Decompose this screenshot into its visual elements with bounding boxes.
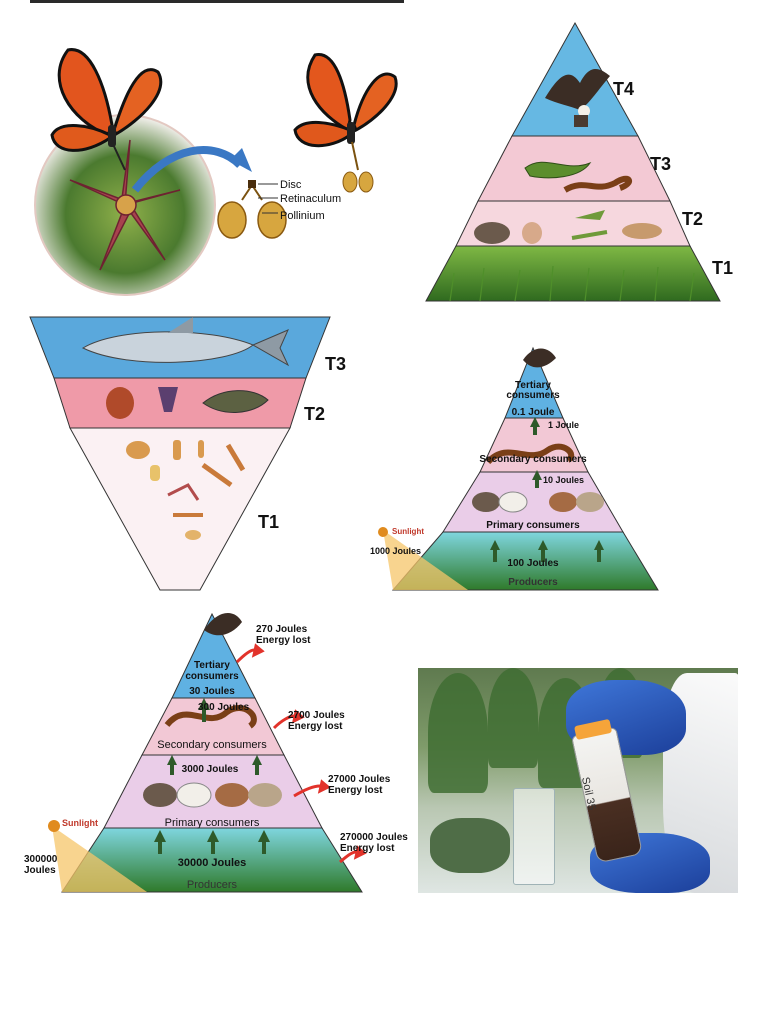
snake-icon: [563, 175, 632, 193]
producer-name: Producers: [508, 577, 558, 588]
tube-label: Soil 35: [578, 775, 598, 812]
label-t2: T2: [304, 404, 325, 424]
flow-1-label: 300 Joules: [198, 702, 250, 713]
butterfly-icon: [50, 48, 163, 171]
empty-tube: [513, 788, 555, 885]
flower: [69, 139, 181, 271]
label-disc: Disc: [280, 179, 302, 191]
producer-name: Producers: [187, 879, 238, 891]
tertiary-energy: 0.1 Joule: [512, 407, 555, 418]
energy-loss-arrows: [235, 643, 367, 864]
flow-2-label: 10 Joules: [543, 475, 584, 485]
rabbit-icon: [474, 222, 510, 244]
shell-icon: [106, 387, 134, 419]
soil-sample-photo: Soil 35: [418, 668, 738, 893]
primary-name: Primary consumers: [165, 817, 260, 829]
snake-icon: [485, 443, 575, 465]
secondary-name: Secondary consumers: [479, 454, 587, 465]
seedlings: [430, 818, 510, 873]
pollinium-diagram: [217, 180, 287, 239]
squid-icon: [158, 387, 178, 412]
label-pollinium: Pollinium: [280, 210, 325, 222]
plankton-icon: [126, 440, 246, 540]
sunlight-label: Sunlight: [392, 527, 424, 536]
grasshopper-icon: [575, 210, 605, 220]
pollination-panel: Disc Retinaculum Pollinium: [30, 30, 400, 305]
eagle-icon: [523, 348, 556, 368]
flow-1-label: 1 Joule: [548, 420, 579, 430]
rabbits-icon: [143, 782, 282, 808]
inverted-pyramid: T3 T2 T1: [29, 316, 346, 591]
producer-energy: 100 Joules: [507, 558, 559, 569]
aquatic-pyramid-panel: T3 T2 T1: [28, 315, 368, 595]
producer-energy: 30000 Joules: [178, 857, 247, 869]
label-t3: T3: [650, 154, 671, 174]
tertiary-energy: 30 Joules: [189, 686, 235, 697]
hamster-icon: [522, 222, 542, 244]
sunlight-label: Sunlight: [62, 818, 98, 828]
label-t2: T2: [682, 209, 703, 229]
top-rule: [30, 0, 404, 3]
label-t1: T1: [712, 258, 733, 278]
eagle-icon: [545, 68, 610, 127]
terrestrial-pyramid-panel: T4 T3 T2 T1: [420, 18, 750, 308]
sunlight-rays: [383, 530, 468, 590]
terrestrial-pyramid: T4 T3 T2 T1: [425, 21, 733, 302]
rat-icon: [622, 223, 662, 239]
primary-name: Primary consumers: [486, 520, 580, 531]
eagle-icon: [204, 612, 242, 636]
level-t2: [53, 377, 307, 429]
sunlight-rays: [52, 826, 147, 892]
small-fish-icon: [202, 390, 269, 413]
pollination-illustration: Disc Retinaculum Pollinium: [34, 48, 398, 296]
label-retinaculum: Retinaculum: [280, 193, 341, 205]
sun-icon: [378, 527, 388, 537]
arrow-icon: [131, 146, 243, 193]
snake-icon: [164, 705, 257, 729]
level-t1: [425, 245, 721, 302]
label-t3: T3: [325, 354, 346, 374]
rabbits-icon: [472, 491, 604, 513]
sun-icon: [48, 820, 60, 832]
flow-2-label: 3000 Joules: [182, 764, 239, 775]
sunlight-energy: 1000 Joules: [370, 546, 421, 556]
label-t4: T4: [613, 79, 634, 99]
level-t1: [69, 427, 291, 591]
butterfly-with-pollinia-icon: [293, 53, 398, 193]
lizard-icon: [524, 161, 592, 179]
fish-icon: [81, 317, 290, 367]
label-t1: T1: [258, 512, 279, 532]
secondary-name: Secondary consumers: [157, 739, 267, 751]
